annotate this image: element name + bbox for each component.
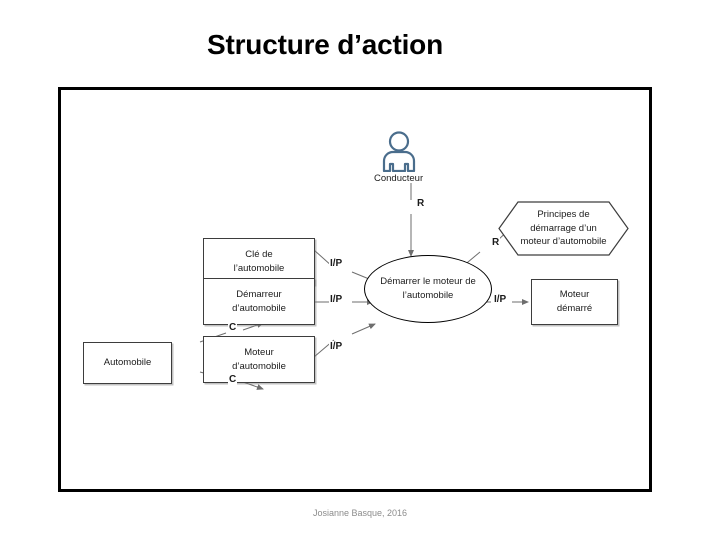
node-principes-demarrage[interactable]: Principes de démarrage d’un moteur d’aut… [498, 201, 629, 256]
node-automobile[interactable]: Automobile [83, 342, 172, 384]
link-label-ip-demarreur: I/P [329, 294, 344, 305]
node-principes-label: Principes de démarrage d’un moteur d’aut… [520, 208, 607, 248]
node-cle-automobile[interactable]: Clé de l’automobile [203, 238, 315, 285]
page-title: Structure d’action [207, 29, 443, 60]
diagram-canvas: Conducteur Automobile Clé de l’automobil… [61, 90, 649, 489]
actor-label-conducteur: Conducteur [374, 173, 424, 184]
link-arrow-l5 [351, 323, 376, 335]
link-label-c-demarreur: C [228, 322, 238, 333]
node-moteur-automobile[interactable]: Moteur d’automobile [203, 336, 315, 383]
link-label-r-conducteur: R [416, 198, 426, 209]
link-label-c-moteur: C [228, 374, 238, 385]
link-label-ip-cle: I/P [329, 258, 344, 269]
node-action-demarrer-moteur[interactable]: Démarrer le moteur de l’automobile [364, 255, 492, 323]
node-moteur-demarre[interactable]: Moteur démarré [531, 279, 618, 325]
actor-conducteur[interactable]: Conducteur [374, 130, 423, 184]
node-demarreur-automobile[interactable]: Démarreur d’automobile [203, 278, 315, 325]
person-icon [382, 131, 415, 172]
link-label-ip-sortie: I/P [493, 294, 508, 305]
link-label-ip-moteur: I/P [329, 341, 344, 352]
footer-credit: Josianne Basque, 2016 [312, 508, 408, 518]
link-arrow-l2 [242, 381, 264, 390]
diagram-frame: Conducteur Automobile Clé de l’automobil… [58, 87, 652, 492]
link-label-r-principes: R [491, 237, 501, 248]
hexagon-shape [498, 201, 629, 256]
